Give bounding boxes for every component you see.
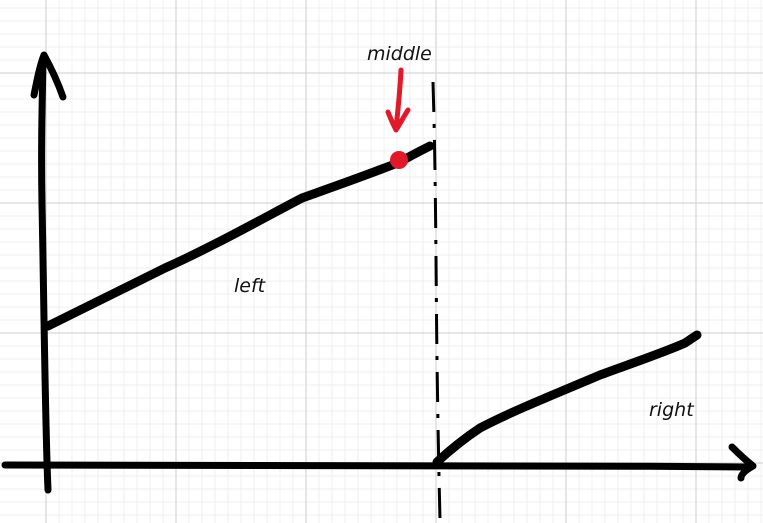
- y-axis: [30, 51, 67, 494]
- middle-point: [390, 151, 408, 169]
- label-left: left: [234, 275, 267, 297]
- label-right: right: [649, 399, 695, 421]
- right-line: [432, 330, 702, 467]
- x-axis: [1, 443, 757, 482]
- pointer-arrow-icon: [385, 67, 411, 133]
- y-axis-arrow-icon: [30, 51, 67, 101]
- dashed-divider: [431, 81, 442, 521]
- left-line: [43, 141, 435, 331]
- label-middle: middle: [367, 43, 432, 65]
- x-axis-arrow-icon: [728, 443, 757, 482]
